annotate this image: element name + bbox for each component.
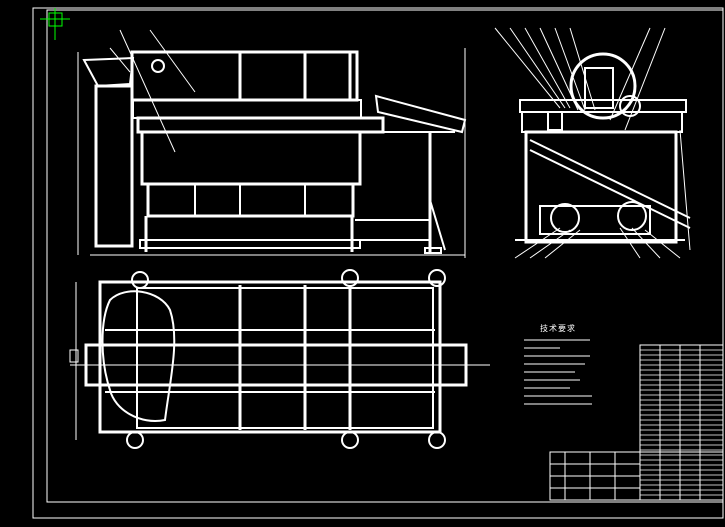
title-block (549, 344, 724, 501)
front-view (77, 29, 467, 258)
tech-requirements-title: 技术要求 (540, 324, 576, 333)
side-view (494, 27, 691, 259)
outer-frame (32, 7, 724, 519)
inner-frame (46, 9, 724, 503)
ucs-icon (40, 8, 70, 40)
plan-view (69, 269, 490, 449)
parts-list-rows (640, 349, 723, 496)
tech-requirements-block (524, 339, 592, 405)
